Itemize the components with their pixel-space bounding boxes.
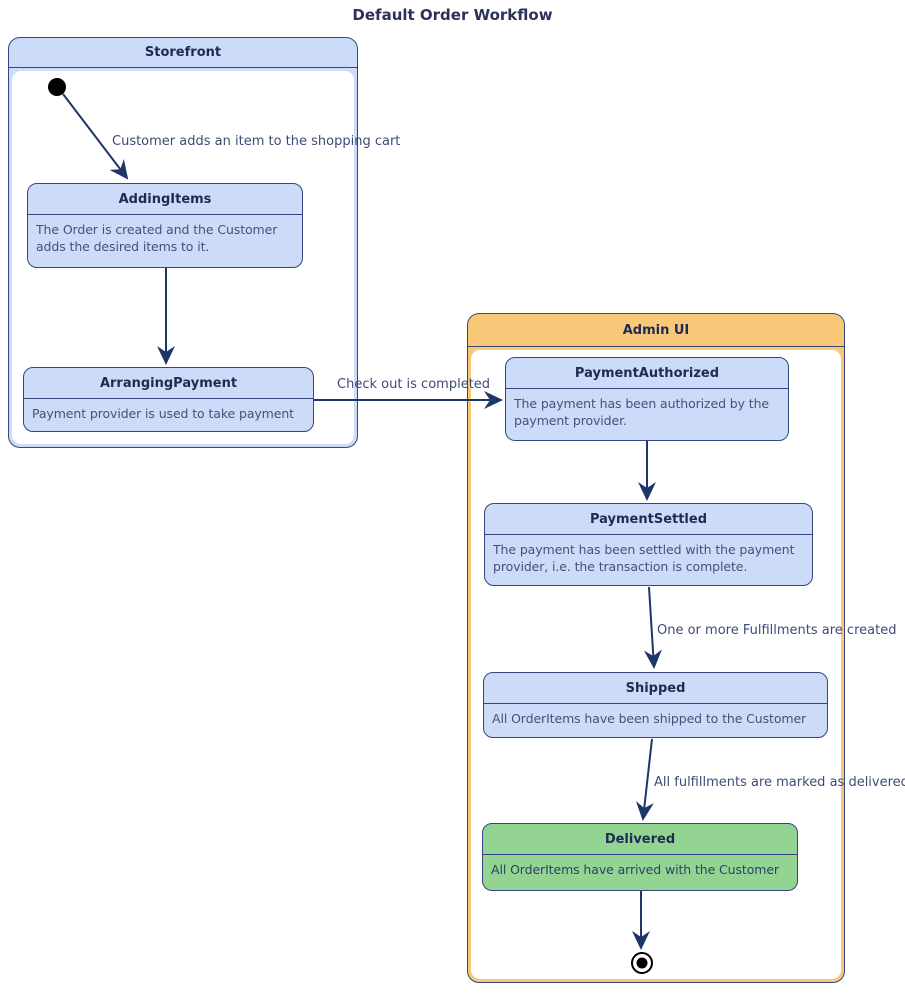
state-payment-authorized: PaymentAuthorized The payment has been a… [505, 357, 789, 441]
state-arranging-payment: ArrangingPayment Payment provider is use… [23, 367, 314, 432]
transition-label-fulfillments-created: One or more Fulfillments are created [657, 623, 897, 638]
state-adding-items-description: The Order is created and the Customer ad… [36, 222, 278, 255]
state-adding-items: AddingItems The Order is created and the… [27, 183, 303, 268]
state-payment-settled: PaymentSettled The payment has been sett… [484, 503, 813, 586]
region-storefront-label: Storefront [144, 45, 222, 60]
state-payment-authorized-description: The payment has been authorized by the p… [514, 396, 770, 429]
state-delivered: Delivered All OrderItems have arrived wi… [482, 823, 798, 891]
diagram-title: Default Order Workflow [352, 6, 553, 24]
region-admin-ui-label: Admin UI [622, 322, 690, 338]
state-arranging-payment-description: Payment provider is used to take payment [32, 406, 294, 421]
region-storefront-header: Storefront [9, 38, 357, 68]
transition-label-fulfillments-delivered: All fulfillments are marked as delivered [654, 775, 905, 790]
state-arranging-payment-name: ArrangingPayment [24, 368, 313, 399]
state-shipped: Shipped All OrderItems have been shipped… [483, 672, 828, 738]
state-adding-items-name: AddingItems [28, 184, 302, 215]
state-delivered-name: Delivered [483, 824, 797, 855]
state-shipped-description: All OrderItems have been shipped to the … [492, 711, 807, 726]
state-shipped-name: Shipped [484, 673, 827, 704]
transition-label-add-to-cart: Customer adds an item to the shopping ca… [112, 134, 401, 149]
state-payment-settled-name: PaymentSettled [485, 504, 812, 535]
state-delivered-description: All OrderItems have arrived with the Cus… [491, 862, 779, 877]
state-payment-authorized-name: PaymentAuthorized [506, 358, 788, 389]
region-admin-ui-header: Admin UI [468, 314, 844, 347]
state-payment-settled-description: The payment has been settled with the pa… [493, 542, 795, 575]
transition-label-checkout: Check out is completed [337, 377, 491, 392]
